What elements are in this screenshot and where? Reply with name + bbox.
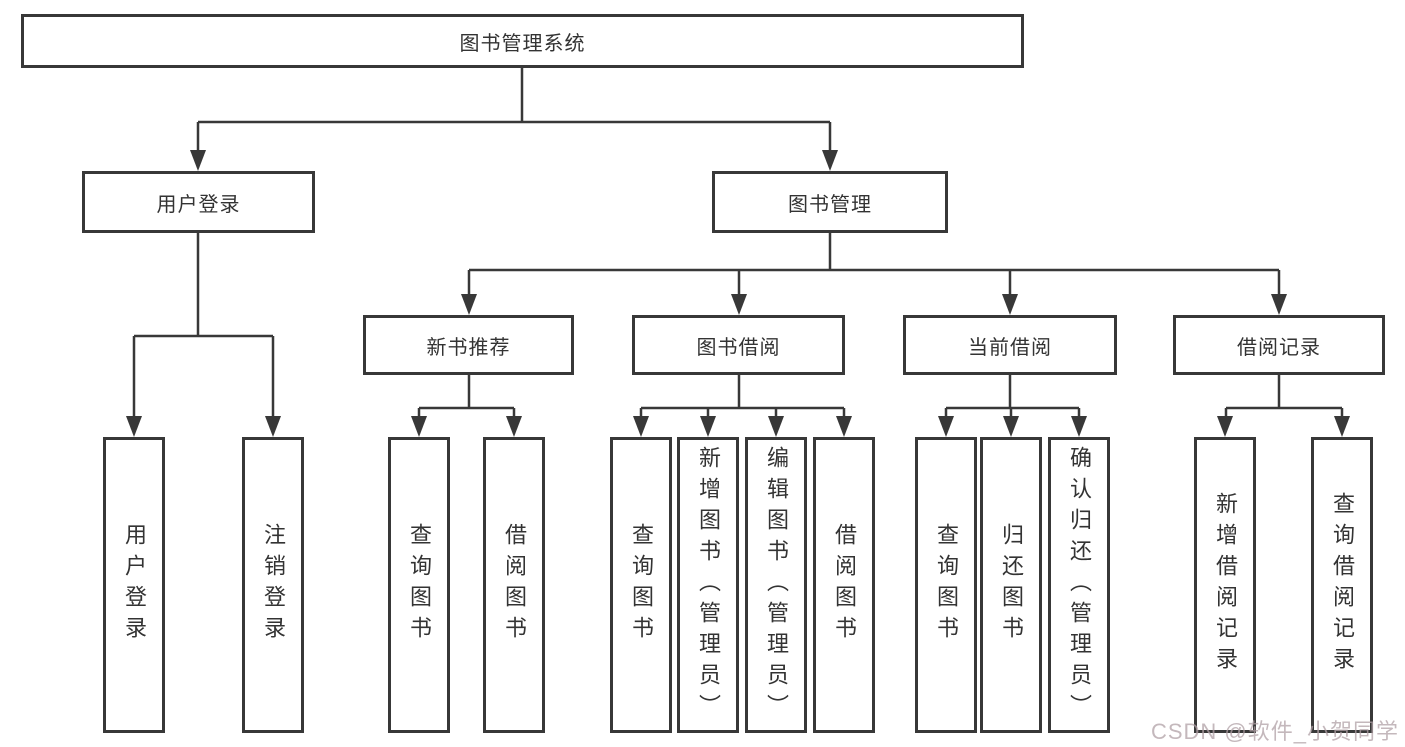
node-borrow-records: 借阅记录 xyxy=(1173,315,1385,375)
leaf-borrow-books: 借阅图书 xyxy=(813,437,875,733)
leaf-confirm-return-admin: 确认归还（管理员） xyxy=(1048,437,1110,733)
node-label: 查询图书 xyxy=(629,523,654,647)
node-label: 确认归还（管理员） xyxy=(1067,445,1092,725)
node-label: 借阅图书 xyxy=(832,523,857,647)
node-label: 新书推荐 xyxy=(426,336,511,359)
node-system-root: 图书管理系统 xyxy=(21,14,1024,68)
node-label: 借阅记录 xyxy=(1237,336,1321,359)
node-label: 查询图书 xyxy=(407,523,432,647)
node-label: 新增借阅记录 xyxy=(1213,492,1238,678)
node-label: 图书管理系统 xyxy=(459,32,586,55)
node-new-book-recommend: 新书推荐 xyxy=(363,315,574,375)
leaf-add-book-admin: 新增图书（管理员） xyxy=(677,437,739,733)
leaf-user-login: 用户登录 xyxy=(103,437,165,733)
leaf-return-books: 归还图书 xyxy=(980,437,1042,733)
csdn-watermark: CSDN @软件_小贺同学 xyxy=(1150,719,1399,744)
leaf-query-books-borrow: 查询图书 xyxy=(610,437,672,733)
node-label: 图书管理 xyxy=(788,193,872,216)
node-label: 图书借阅 xyxy=(696,336,781,359)
leaf-borrow-books-recommend: 借阅图书 xyxy=(483,437,545,733)
node-user-login: 用户登录 xyxy=(82,171,315,233)
node-label: 查询借阅记录 xyxy=(1330,492,1355,678)
node-label: 注销登录 xyxy=(261,523,286,647)
leaf-edit-book-admin: 编辑图书（管理员） xyxy=(745,437,807,733)
node-book-borrow: 图书借阅 xyxy=(632,315,845,375)
leaf-add-borrow-record: 新增借阅记录 xyxy=(1194,437,1256,733)
node-book-management: 图书管理 xyxy=(712,171,948,233)
leaf-query-books-current: 查询图书 xyxy=(915,437,977,733)
leaf-query-books-recommend: 查询图书 xyxy=(388,437,450,733)
node-label: 当前借阅 xyxy=(968,336,1052,359)
node-label: 归还图书 xyxy=(999,523,1024,647)
node-label: 用户登录 xyxy=(122,523,147,647)
node-label: 借阅图书 xyxy=(502,523,527,647)
node-current-borrow: 当前借阅 xyxy=(903,315,1117,375)
node-label: 用户登录 xyxy=(156,193,241,216)
leaf-logout: 注销登录 xyxy=(242,437,304,733)
leaf-query-borrow-record: 查询借阅记录 xyxy=(1311,437,1373,733)
node-label: 查询图书 xyxy=(934,523,959,647)
node-label: 编辑图书（管理员） xyxy=(764,445,789,725)
node-label: 新增图书（管理员） xyxy=(696,445,721,725)
